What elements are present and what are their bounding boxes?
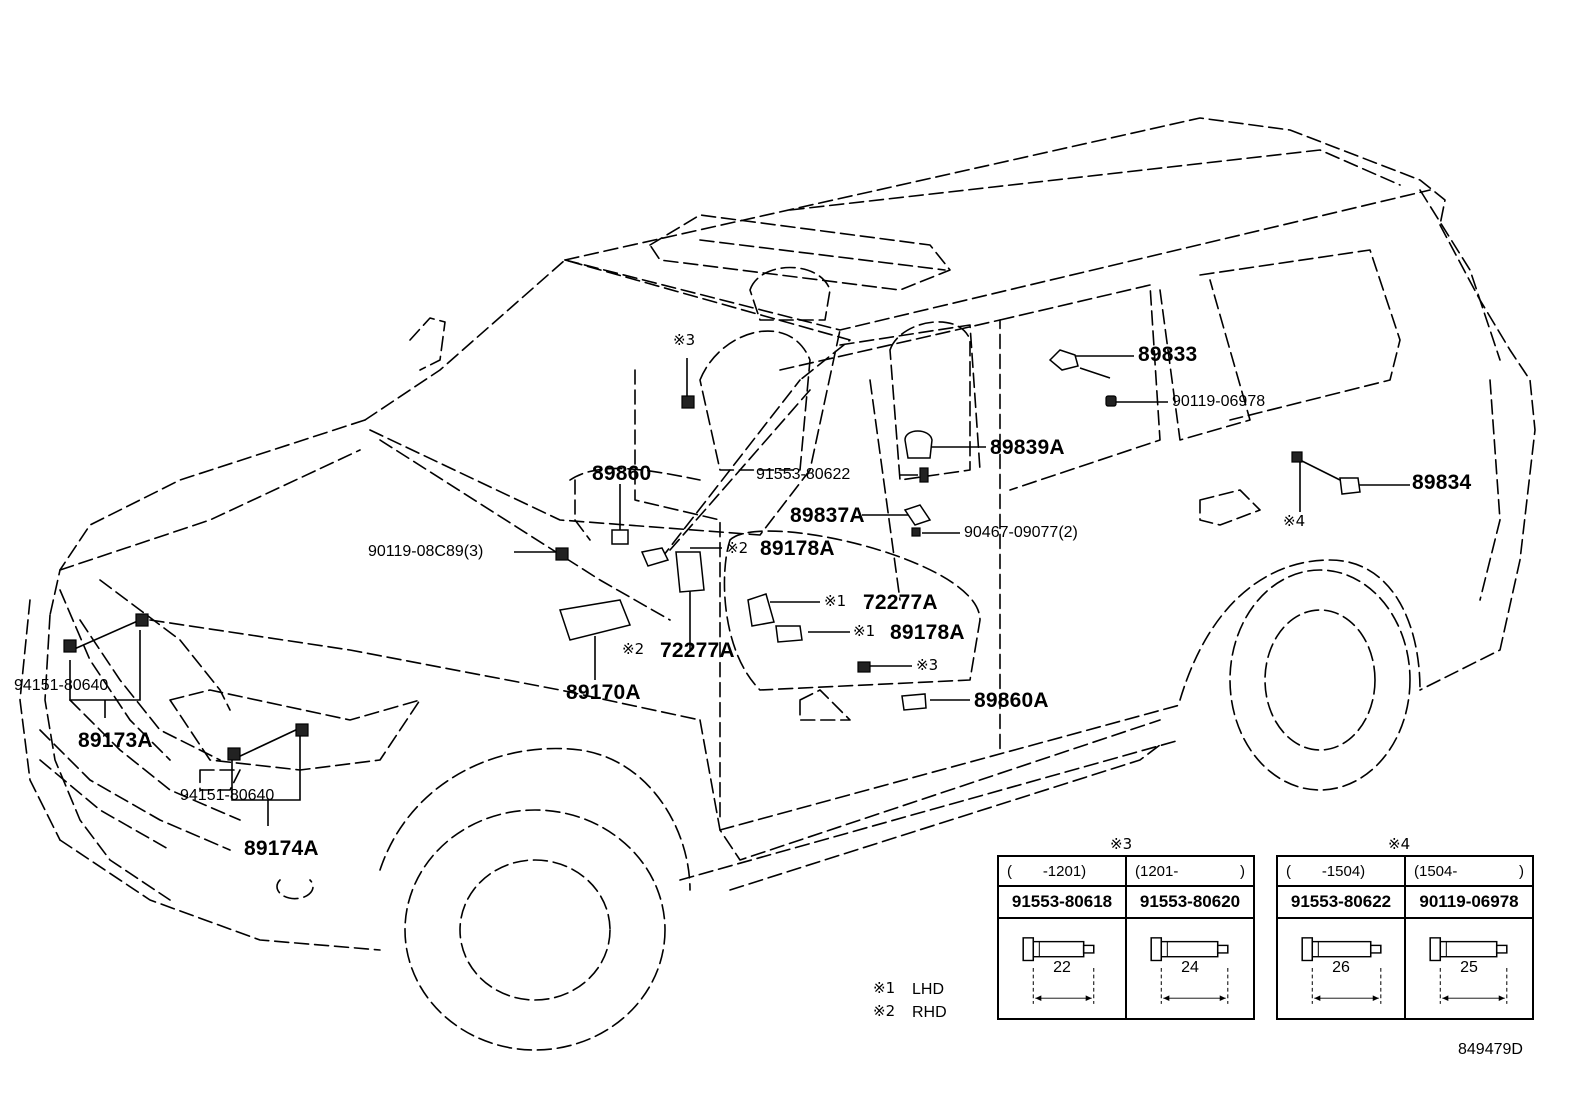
table-3-col-1-length: 22 [1053,959,1071,976]
label-89833: 89833 [1138,343,1198,366]
table-4-col-1-range: (-1504) [1278,857,1404,887]
label-89837A: 89837A [790,504,865,527]
label-89178A-top: 89178A [760,537,835,560]
mark-4-callout: ※4 [1283,512,1306,530]
label-72277A-left: 72277A [660,639,735,662]
diagram-id: 849479D [1458,1041,1523,1058]
table-3-title: ※3 [1110,835,1133,853]
mark-3-callout-b: ※3 [916,656,939,674]
label-89860A: 89860A [974,689,1049,712]
label-89170A: 89170A [566,681,641,704]
label-89174A: 89174A [244,837,319,860]
table-4-col-2-length: 25 [1460,959,1478,976]
label-91553-80622: 91553-80622 [756,466,851,483]
label-90119-06978: 90119-06978 [1172,393,1266,410]
mark-3-callout-top: ※3 [673,331,696,349]
table-4-col-1-part: 91553-80622 [1278,887,1404,919]
table-4-title: ※4 [1388,835,1411,853]
bolt-table-4-col-1: (-1504) 91553-80622 26 [1278,857,1404,1018]
legend-rhd-mark: ※2 [873,1002,896,1020]
mark-1-callout-a: ※1 [824,592,847,610]
label-89839A: 89839A [990,436,1065,459]
table-3-col-1-range: (-1201) [999,857,1125,887]
table-4-col-2-part: 90119-06978 [1406,887,1532,919]
legend-lhd: LHD [912,981,945,998]
table-4-col-2-range: (1504-) [1406,857,1532,887]
table-3-col-2-length: 24 [1181,959,1199,976]
mark-1-callout-b: ※1 [853,622,876,640]
legend-lhd-mark: ※1 [873,979,896,997]
bolt-table-3-col-1: (-1201) 91553-80618 22 [999,857,1125,1018]
bolt-icon: 26 [1278,919,1404,1018]
legend-rhd: RHD [912,1004,947,1021]
bolt-table-3-col-2: (1201-) 91553-80620 24 [1125,857,1253,1018]
label-89178A-right: 89178A [890,621,965,644]
bolt-icon: 22 [999,919,1125,1018]
bolt-table-4: (-1504) 91553-80622 26 (1504-) 90119-069… [1276,855,1534,1020]
table-3-col-2-range: (1201-) [1127,857,1253,887]
label-89834: 89834 [1412,471,1472,494]
label-89860: 89860 [592,462,652,485]
bolt-table-3: (-1201) 91553-80618 22 (1201-) 91553-806… [997,855,1255,1020]
label-90467-09077: 90467-09077(2) [964,524,1078,541]
table-3-col-2-part: 91553-80620 [1127,887,1253,919]
bolt-icon: 25 [1406,919,1532,1018]
bolt-icon: 24 [1127,919,1253,1018]
table-3-col-1-part: 91553-80618 [999,887,1125,919]
label-89173A: 89173A [78,729,153,752]
mark-2-callout-a: ※2 [726,539,749,557]
bolt-table-4-col-2: (1504-) 90119-06978 25 [1404,857,1532,1018]
mark-2-callout-b: ※2 [622,640,645,658]
label-94151-80640-b: 94151-80640 [180,787,275,804]
table-4-col-1-length: 26 [1332,959,1350,976]
label-90119-08C89: 90119-08C89(3) [368,543,484,560]
label-94151-80640-a: 94151-80640 [14,677,109,694]
label-72277A-right: 72277A [863,591,938,614]
